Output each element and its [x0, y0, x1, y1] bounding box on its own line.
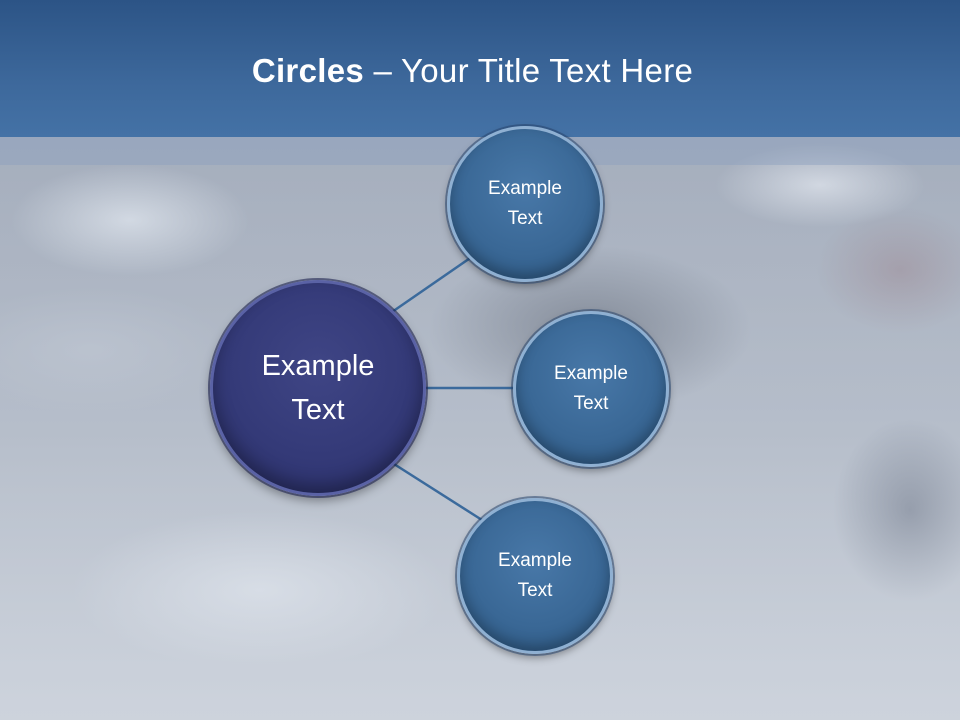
title-bar: [0, 0, 960, 137]
satellite-circle-top: Example Text: [447, 126, 603, 282]
satellite-circle-text: Example Text: [554, 363, 628, 414]
satellite-circle-middle: Example Text: [513, 311, 669, 467]
satellite-circle-bottom: Example Text: [457, 498, 613, 654]
center-circle: Example Text: [210, 280, 426, 496]
connector-bottom: [393, 462, 483, 522]
slide-title-bold: Circles: [251, 52, 364, 89]
center-circle-text: Example Text: [261, 350, 375, 426]
connector-top: [391, 252, 477, 314]
slide-title-rest: – Your Title Text Here: [364, 52, 694, 89]
slide-title: Circles – Your Title Text Here: [0, 52, 945, 90]
satellite-circle-text: Example Text: [488, 178, 562, 229]
satellite-circle-text: Example Text: [498, 550, 572, 601]
